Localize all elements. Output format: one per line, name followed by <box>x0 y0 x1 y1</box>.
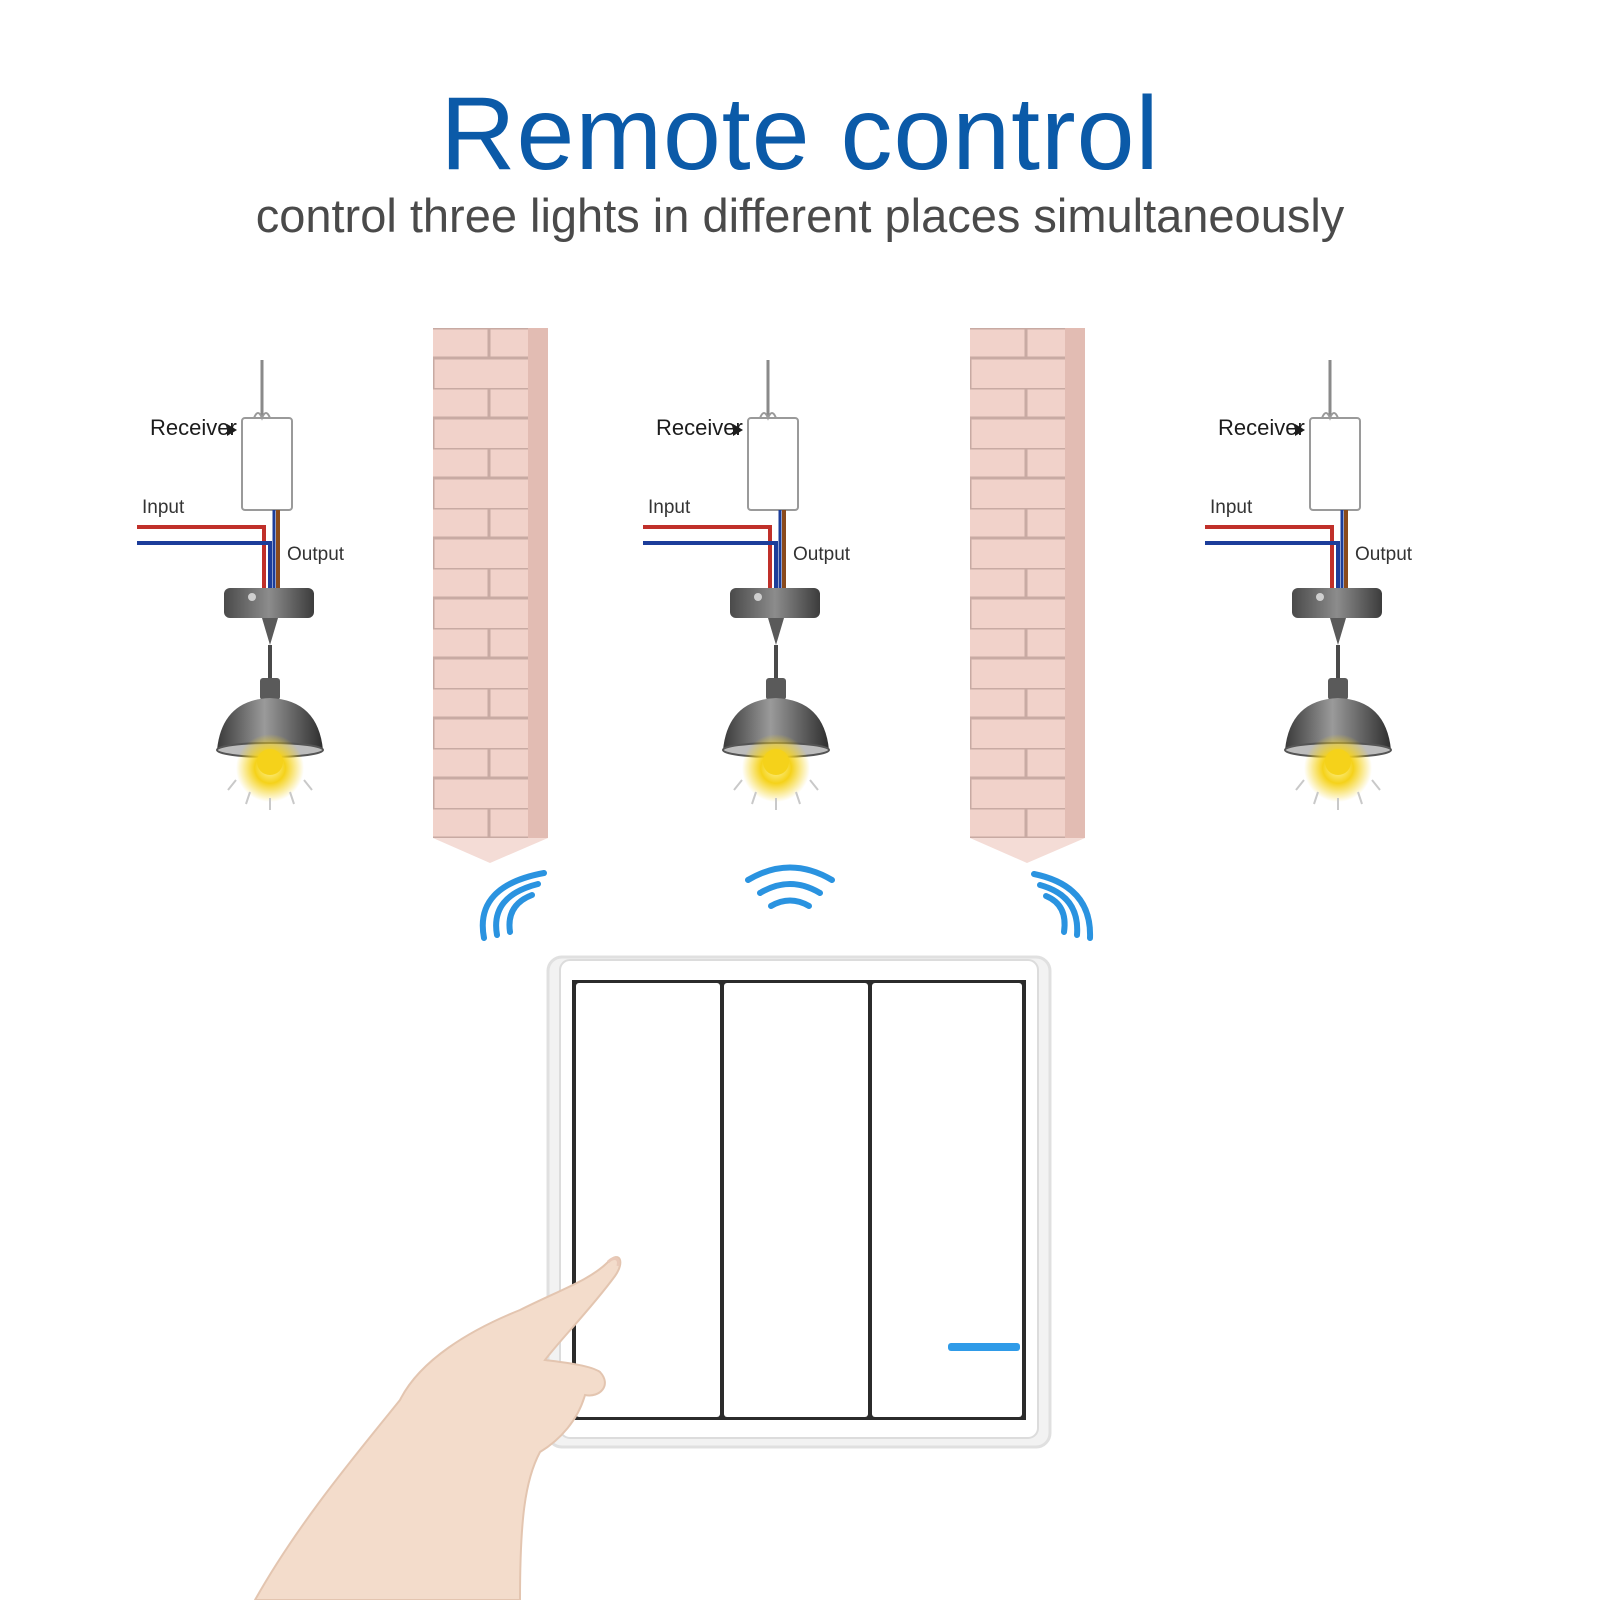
page-subtitle: control three lights in different places… <box>255 189 1345 242</box>
light-unit-right: Receiver Input Output <box>1203 358 1413 812</box>
output-label: Output <box>1355 544 1413 565</box>
receiver-label: Receiver <box>1218 415 1305 440</box>
wireless-signal-icon <box>479 870 547 941</box>
hand-pointer-icon <box>253 1256 622 1600</box>
receiver-label: Receiver <box>656 415 743 440</box>
output-label: Output <box>793 544 851 565</box>
arrow-icon <box>1295 424 1305 436</box>
arrow-icon <box>733 424 743 436</box>
wall-switch-icon <box>546 955 1052 1449</box>
brick-wall-left <box>433 328 548 863</box>
switch-gang-1 <box>576 983 720 1417</box>
receiver-label: Receiver <box>150 415 237 440</box>
wireless-signal-icon <box>1031 871 1094 941</box>
output-label: Output <box>287 544 345 565</box>
arrow-icon <box>227 424 237 436</box>
wireless-signal-icon <box>745 864 835 909</box>
page-title: Remote control <box>440 76 1160 192</box>
switch-gang-2 <box>724 983 868 1417</box>
indicator-light <box>948 1343 1020 1351</box>
light-unit-center: Receiver Input Output <box>641 358 851 812</box>
input-label: Input <box>648 497 691 518</box>
light-unit-left: Receiver Input Output <box>135 358 345 812</box>
input-label: Input <box>1210 497 1253 518</box>
input-label: Input <box>142 497 185 518</box>
switch-gang-3 <box>872 983 1022 1417</box>
brick-wall-right <box>970 328 1085 863</box>
